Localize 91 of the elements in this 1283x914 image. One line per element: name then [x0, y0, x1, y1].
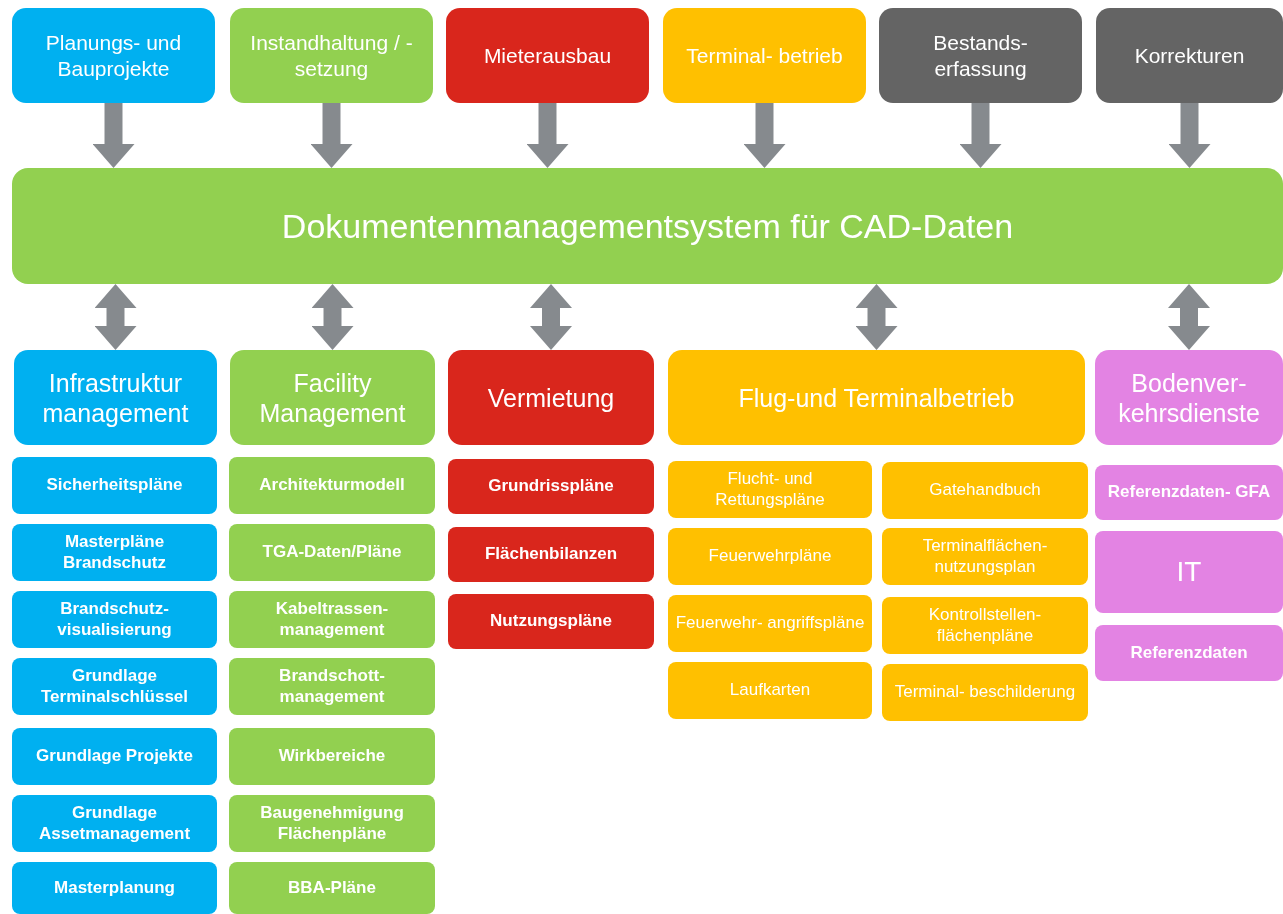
category-box — [14, 350, 217, 445]
item-box — [668, 662, 872, 719]
category-title: Bodenver- kehrsdienste — [1117, 367, 1261, 428]
item-box — [229, 524, 435, 581]
item-box — [12, 795, 217, 852]
arrow — [1168, 103, 1211, 168]
item-box — [12, 457, 217, 514]
double-arrow — [94, 284, 137, 350]
box-label: IT — [1176, 555, 1202, 589]
category-title: Infrastruktur management — [41, 367, 190, 428]
input-box — [879, 8, 1082, 103]
box-label: Terminalflächen- nutzungsplan — [921, 536, 1049, 577]
box-label: Flucht- und Rettungspläne — [714, 469, 826, 510]
box-label: Brandschutz- visualisierung — [56, 599, 173, 640]
system-bar — [12, 168, 1283, 284]
item-box — [1095, 465, 1283, 520]
item-box — [229, 457, 435, 514]
item-box — [12, 591, 217, 648]
box-label: Bestands- erfassung — [932, 30, 1029, 81]
box-label: Brandschott- management — [278, 666, 386, 707]
item-box — [882, 462, 1088, 519]
item-box — [1095, 531, 1283, 613]
category-box — [1095, 350, 1283, 445]
item-box — [229, 658, 435, 715]
box-label: Grundlage Projekte — [36, 746, 193, 767]
item-box — [448, 527, 654, 582]
box-label: Flächenbilanzen — [484, 544, 618, 565]
category-box — [230, 350, 435, 445]
item-box — [448, 459, 654, 514]
input-box — [663, 8, 866, 103]
box-label: Grundlage Terminalschlüssel — [39, 666, 190, 707]
box-label: TGA-Daten/Pläne — [262, 542, 402, 563]
box-label: Instandhaltung / -setzung — [249, 30, 414, 81]
item-box — [668, 595, 872, 652]
box-label: Korrekturen — [1134, 42, 1245, 69]
box-label: Nutzungspläne — [490, 611, 612, 632]
arrow — [959, 103, 1002, 168]
box-label: Feuerwehrpläne — [708, 546, 832, 567]
category-title: Facility Management — [258, 367, 407, 428]
category-box — [448, 350, 654, 445]
item-box — [668, 461, 872, 518]
box-label: Sicherheitspläne — [46, 475, 183, 496]
box-label: Referenzdaten- GFA — [1107, 482, 1271, 503]
item-box — [229, 728, 435, 785]
box-label: Mieterausbau — [483, 42, 612, 69]
box-label: Laufkarten — [729, 680, 811, 701]
box-label: Wirkbereiche — [278, 746, 386, 767]
item-box — [882, 664, 1088, 721]
item-box — [12, 524, 217, 581]
item-box — [12, 728, 217, 785]
item-box — [882, 528, 1088, 585]
item-box — [229, 862, 435, 914]
input-box — [1096, 8, 1283, 103]
item-box — [1095, 625, 1283, 681]
input-box — [12, 8, 215, 103]
arrow — [526, 103, 569, 168]
double-arrow — [311, 284, 354, 350]
item-box — [229, 795, 435, 852]
box-label: Terminal- beschilderung — [894, 682, 1076, 703]
category-title: Flug-und Terminalbetrieb — [738, 382, 1015, 413]
box-label: Masterpläne Brandschutz — [62, 532, 167, 573]
box-label: Feuerwehr- angriffspläne — [675, 613, 865, 634]
box-label: Terminal- betrieb — [686, 42, 843, 69]
arrow — [92, 103, 135, 168]
item-box — [229, 591, 435, 648]
input-box — [446, 8, 649, 103]
box-label: BBA-Pläne — [288, 877, 376, 899]
input-box — [230, 8, 433, 103]
double-arrow — [530, 284, 572, 350]
item-box — [12, 862, 217, 914]
item-box — [882, 597, 1088, 654]
arrow — [310, 103, 353, 168]
box-label: Kabeltrassen- management — [274, 599, 390, 640]
box-label: Grundlage Assetmanagement — [37, 803, 192, 844]
item-box — [668, 528, 872, 585]
box-label: Kontrollstellen- flächenpläne — [927, 605, 1043, 646]
category-box — [668, 350, 1085, 445]
box-label: Baugenehmigung Flächenpläne — [259, 803, 405, 844]
double-arrow — [855, 284, 898, 350]
box-label: Planungs- und Bauprojekte — [44, 30, 183, 81]
category-title: Vermietung — [487, 382, 615, 413]
double-arrow — [1168, 284, 1210, 350]
box-label: Masterplanung — [54, 877, 175, 899]
box-label: Referenzdaten — [1130, 642, 1248, 664]
box-label: Grundrisspläne — [488, 476, 614, 497]
item-box — [12, 658, 217, 715]
box-label: Architekturmodell — [259, 475, 405, 496]
system-title: Dokumentenmanagementsystem für CAD-Daten — [281, 205, 1014, 247]
arrow — [743, 103, 786, 168]
box-label: Gatehandbuch — [929, 480, 1041, 501]
item-box — [448, 594, 654, 649]
